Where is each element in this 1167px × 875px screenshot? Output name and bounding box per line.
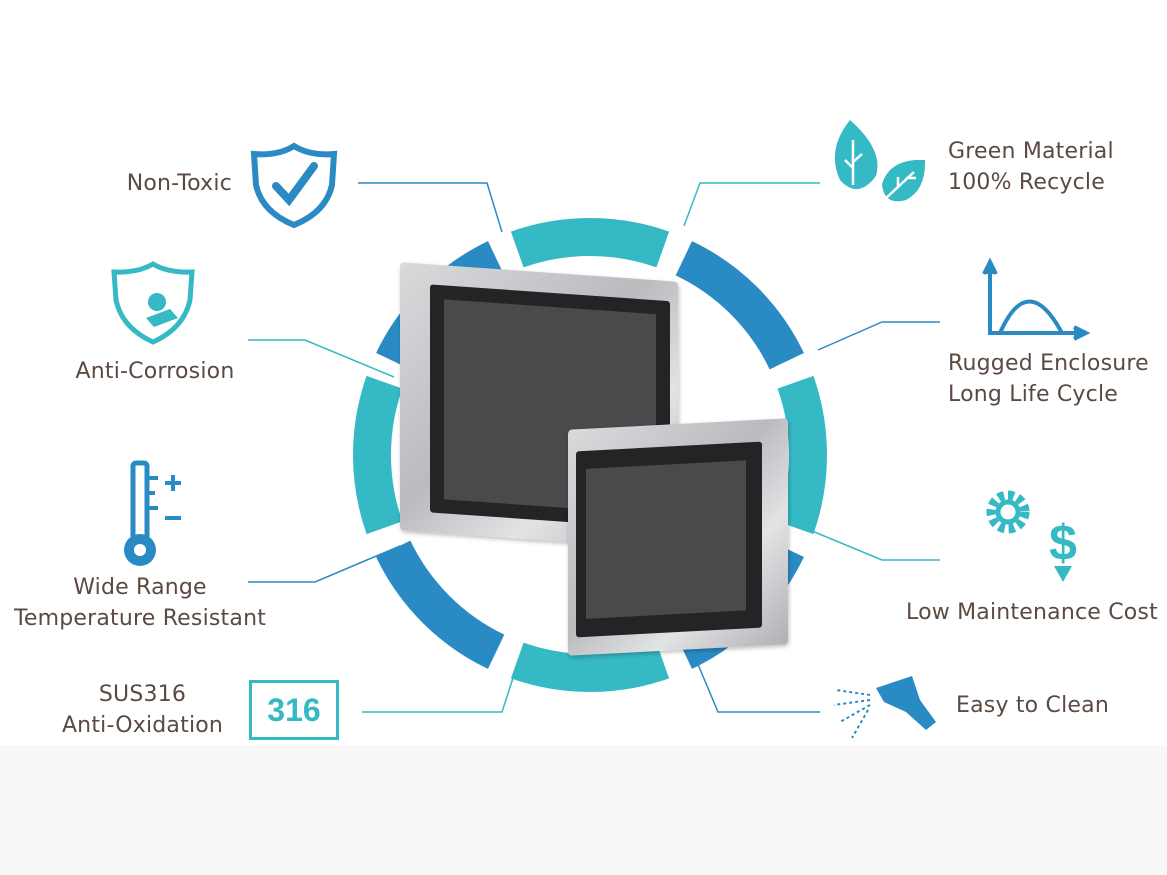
gear-dollar-icon: $ [986,490,1077,582]
shield-splash-icon [111,261,195,345]
bottom-band [0,745,1167,875]
connector-maintenance [799,525,940,561]
connector-clean [691,649,820,713]
green-line2: 100% Recycle [948,170,1105,195]
leaf-icon [834,120,926,202]
green-label: Green Material 100% Recycle [948,136,1114,198]
sus316-line2: Anti-Oxidation [61,713,224,738]
green-line1: Green Material [948,139,1114,164]
connector-temperature [248,545,401,583]
ring-segment [353,375,403,535]
anti-corrosion-label: Anti-Corrosion [75,359,235,384]
ring-segment [777,375,827,535]
small-panel-bezel [576,441,762,638]
rugged-line2: Long Life Cycle [948,382,1118,407]
rugged-label: Rugged Enclosure Long Life Cycle [948,348,1149,410]
svg-text:$: $ [1049,515,1077,571]
connector-non-toxic [358,182,503,233]
sus316-badge: 316 [249,680,339,740]
thermometer-icon [124,460,181,566]
ring-segment [510,218,670,268]
ring-segment [675,241,804,370]
connector-sus316 [362,649,523,713]
shield-check-icon [250,142,338,229]
sus316-line1: SUS316 [98,682,187,707]
maintenance-label: Low Maintenance Cost [906,600,1158,625]
rugged-line1: Rugged Enclosure [948,351,1149,376]
connector-rugged [817,321,940,351]
non-toxic-label: Non-Toxic [126,171,232,196]
temperature-label: Wide Range Temperature Resistant [0,572,280,634]
temperature-line1: Wide Range [73,575,207,600]
small-panel-screen [586,460,746,619]
connector-lines [248,182,940,713]
temperature-line2: Temperature Resistant [13,606,267,631]
connector-green [683,182,820,227]
small-panel-pc [568,418,788,656]
spray-bottle-icon [833,676,936,739]
ring-segment [510,642,670,692]
connector-anti-corrosion [248,339,395,378]
clean-label: Easy to Clean [956,693,1109,718]
life-curve-icon [982,257,1091,341]
ring-segment [376,540,505,669]
sus316-label: SUS316 Anti-Oxidation [50,679,235,741]
